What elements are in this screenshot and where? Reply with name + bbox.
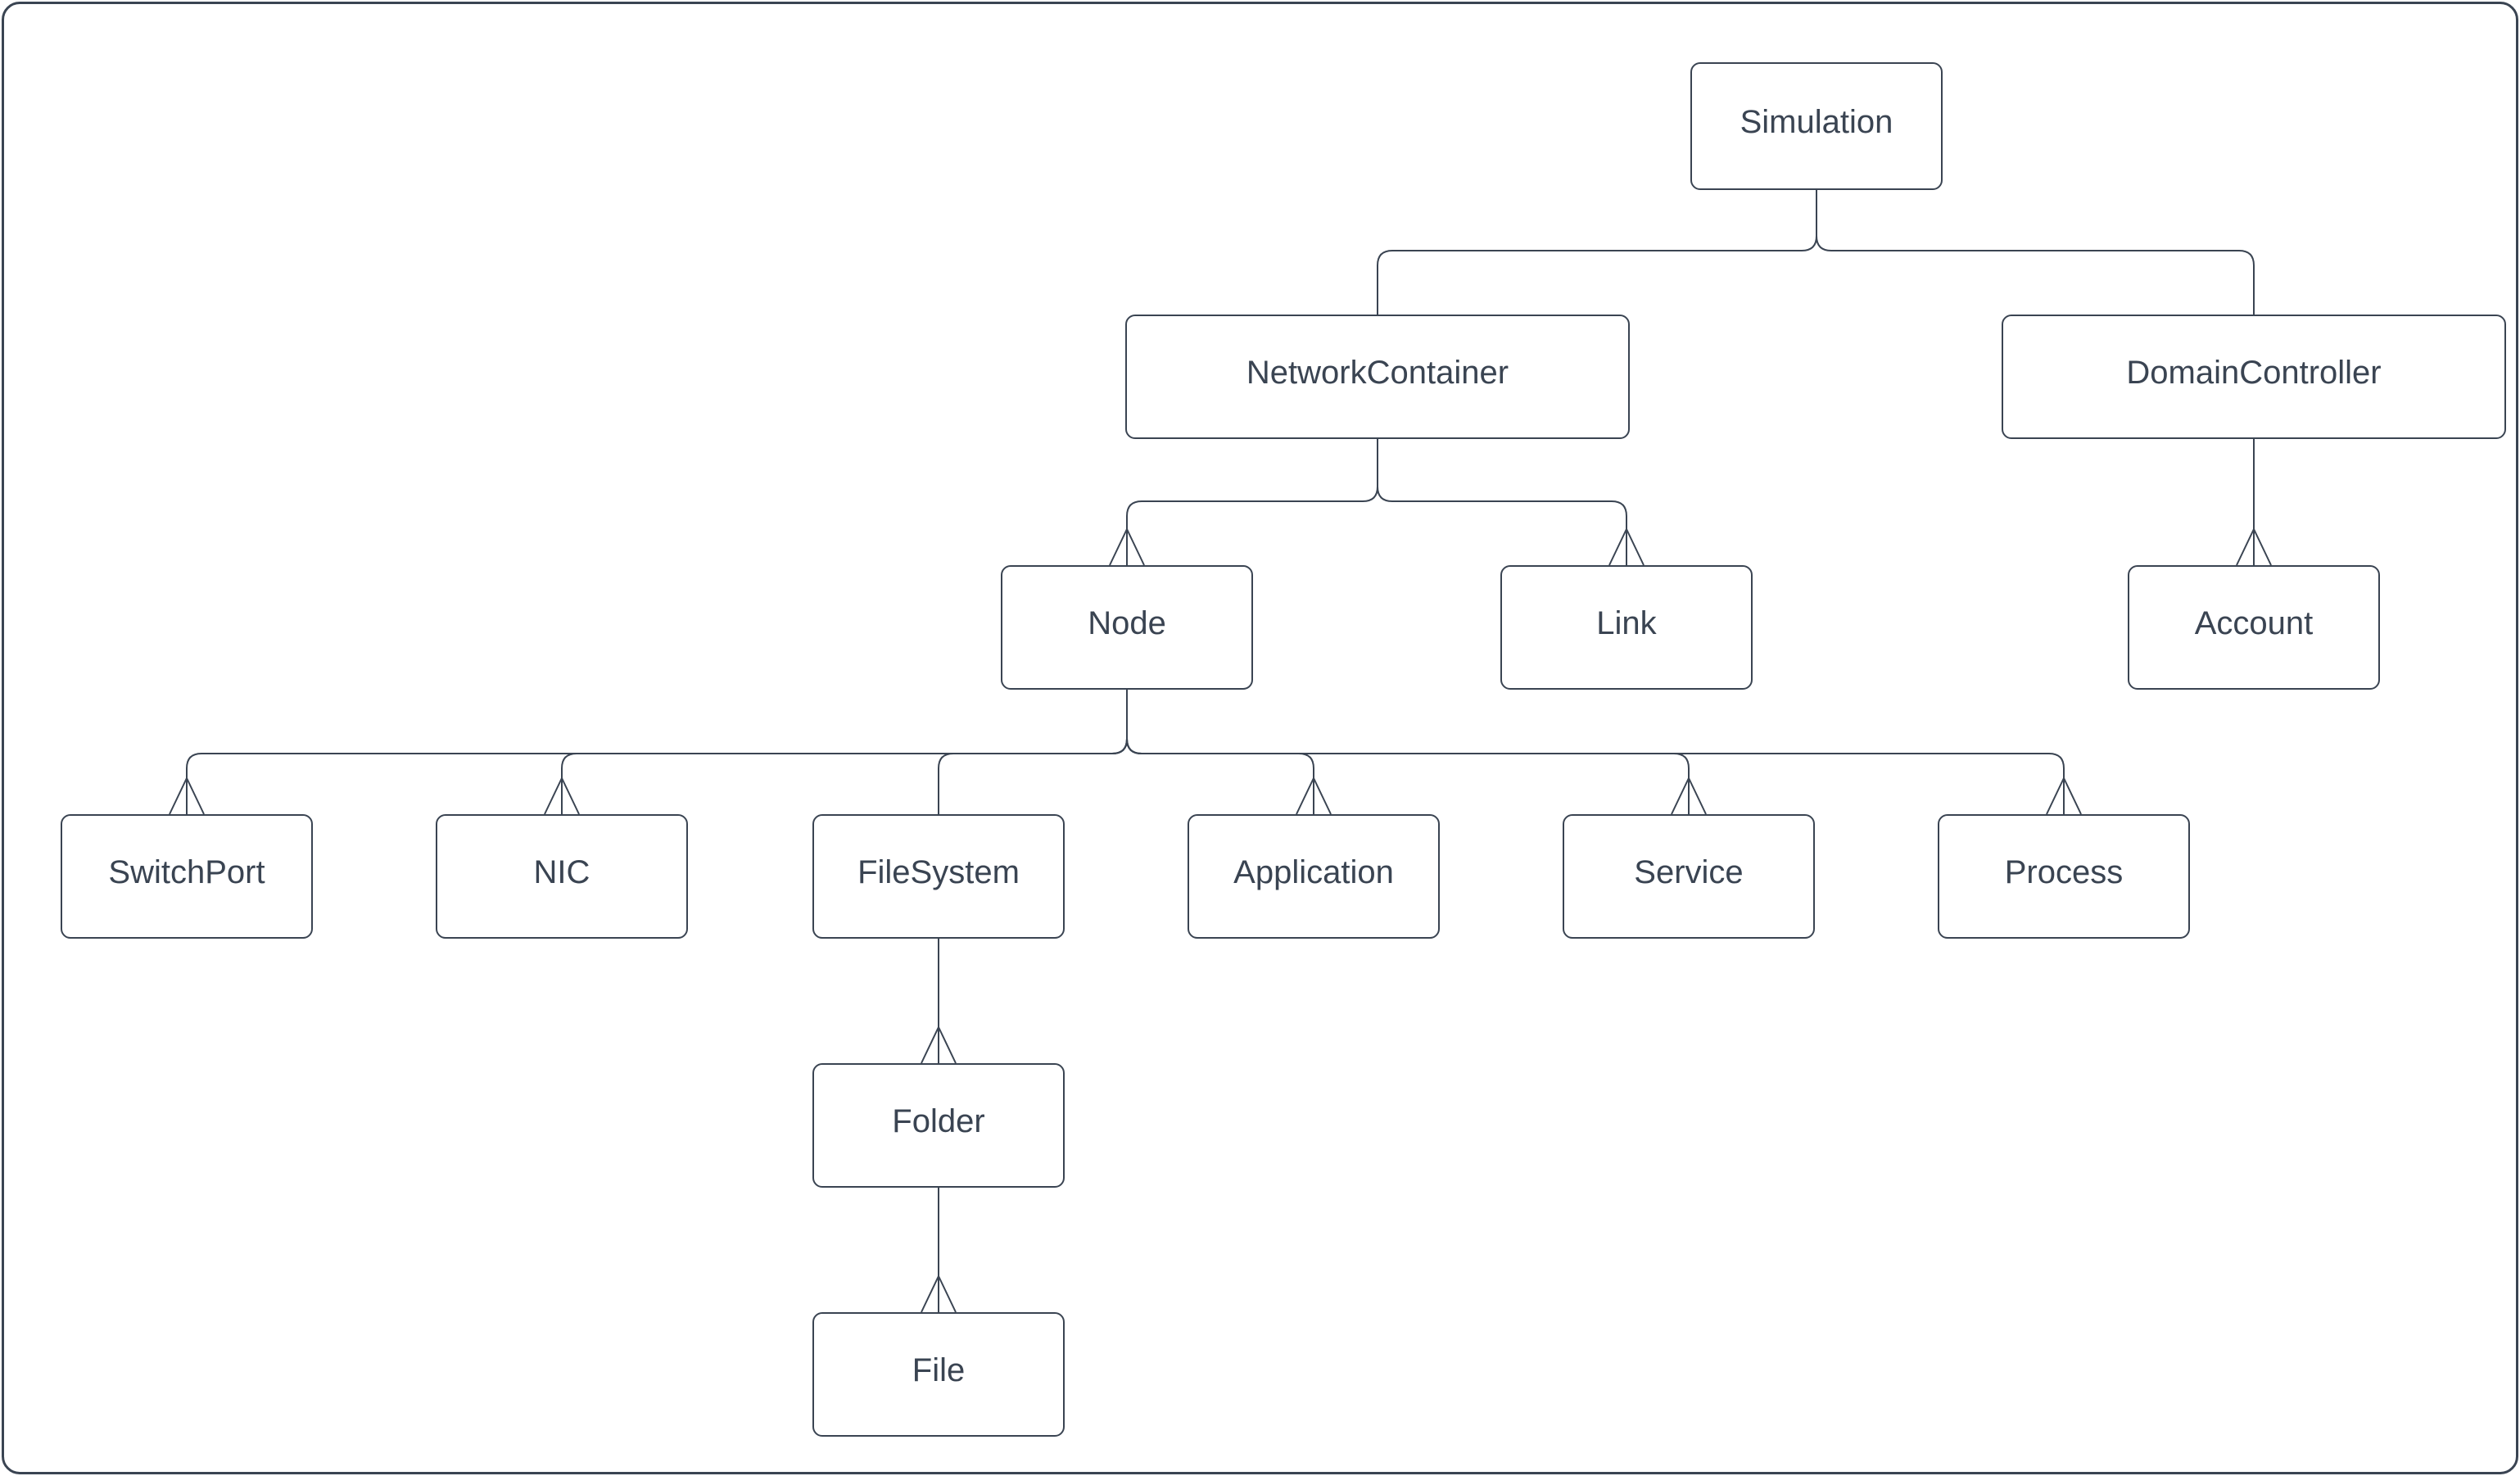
node-label-simulation: Simulation <box>1740 104 1893 140</box>
node-account: Account <box>2128 565 2380 690</box>
node-label-link: Link <box>1596 605 1657 641</box>
node-process: Process <box>1938 814 2190 939</box>
node-networkcontainer: NetworkContainer <box>1125 315 1630 439</box>
node-label-service: Service <box>1634 854 1744 890</box>
node-label-file: File <box>912 1352 966 1388</box>
edge-simulation-domaincontroller <box>1816 190 2255 315</box>
node-label-node: Node <box>1088 605 1166 641</box>
node-domaincontroller: DomainController <box>2002 315 2506 439</box>
node-file: File <box>812 1312 1065 1437</box>
node-node: Node <box>1001 565 1253 690</box>
node-folder: Folder <box>812 1063 1065 1188</box>
edge-node-process <box>1126 690 2082 815</box>
node-filesystem: FileSystem <box>812 814 1065 939</box>
edge-networkcontainer-link <box>1377 439 1645 566</box>
node-label-networkcontainer: NetworkContainer <box>1246 355 1509 391</box>
node-application: Application <box>1188 814 1440 939</box>
node-label-folder: Folder <box>892 1103 985 1139</box>
node-label-application: Application <box>1233 854 1394 890</box>
edge-networkcontainer-node <box>1109 439 1378 566</box>
node-nic: NIC <box>436 814 688 939</box>
node-switchport: SwitchPort <box>61 814 313 939</box>
node-label-filesystem: FileSystem <box>857 854 1020 890</box>
node-label-nic: NIC <box>533 854 590 890</box>
node-link: Link <box>1500 565 1753 690</box>
node-label-domaincontroller: DomainController <box>2126 355 2382 391</box>
edge-folder-file <box>921 1188 957 1313</box>
edge-node-service <box>1126 690 1707 815</box>
node-label-account: Account <box>2194 605 2314 641</box>
edge-node-application <box>1126 690 1332 815</box>
node-label-process: Process <box>2004 854 2124 890</box>
edge-filesystem-folder <box>921 939 957 1064</box>
node-label-switchport: SwitchPort <box>108 854 265 890</box>
edge-simulation-networkcontainer <box>1377 190 1817 315</box>
node-service: Service <box>1563 814 1815 939</box>
edge-domaincontroller-account <box>2236 439 2272 566</box>
edge-node-nic <box>544 690 1128 815</box>
node-simulation: Simulation <box>1690 62 1943 190</box>
edge-node-filesystem <box>938 690 1128 814</box>
edge-node-switchport <box>169 690 1128 815</box>
